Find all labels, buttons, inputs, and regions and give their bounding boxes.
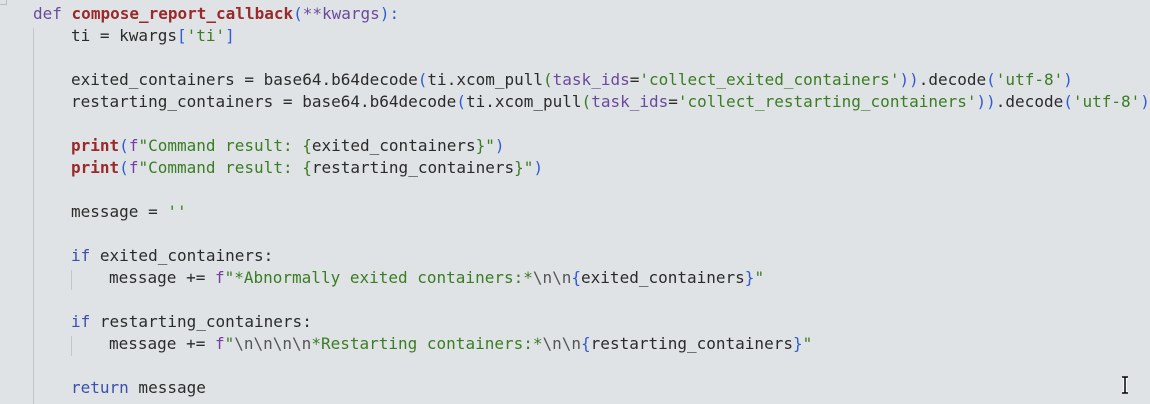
string: 'collect_restarting_containers' <box>677 92 977 111</box>
string: 'utf-8' <box>995 70 1064 89</box>
code-line-4[interactable]: exited_containers = base64.b64decode(ti.… <box>71 69 1073 91</box>
code-line-13[interactable]: message += f"*Abnormally exited containe… <box>109 267 764 289</box>
string: "Command result: <box>138 136 303 155</box>
code-text: message <box>128 378 206 397</box>
code-line-8[interactable]: print(f"Command result: {restarting_cont… <box>71 157 543 179</box>
bracket: ( <box>581 92 592 111</box>
bracket: ( <box>1063 92 1073 111</box>
param: **kwargs <box>302 4 380 23</box>
code-text: restarting_containers <box>590 334 793 353</box>
code-text: ti.xcom_pull <box>427 70 544 89</box>
string: 'utf-8' <box>1072 92 1141 111</box>
code-text: .decode <box>995 92 1064 111</box>
string: " <box>224 334 235 353</box>
code-text: message += <box>109 268 215 287</box>
code-text: ti.xcom_pull <box>465 92 582 111</box>
string: '' <box>167 202 187 221</box>
text-ibeam-cursor-icon <box>1122 376 1128 394</box>
bracket: ) <box>533 158 544 177</box>
string: " <box>802 334 813 353</box>
bracket: ( <box>456 92 466 111</box>
brace: { <box>581 334 591 353</box>
brace: } <box>475 136 486 155</box>
kwarg: task_ids <box>591 92 669 111</box>
code-text: restarting_containers <box>311 158 515 177</box>
code-line-10[interactable]: message = '' <box>71 201 187 223</box>
string: " <box>754 268 765 287</box>
kwarg: task_ids <box>552 70 630 89</box>
code-text: exited_containers <box>581 268 745 287</box>
code-line-16[interactable]: message += f"\n\n\n\n*Restarting contain… <box>109 333 812 355</box>
brace: { <box>302 136 312 155</box>
space <box>62 4 72 23</box>
code-text: exited_containers: <box>90 246 274 265</box>
escape-seq: \n\n <box>542 334 582 353</box>
fstring-prefix: f <box>214 334 225 353</box>
code-line-12[interactable]: if exited_containers: <box>71 245 273 267</box>
bracket: )) <box>976 92 996 111</box>
code-line-1[interactable]: def compose_report_callback(**kwargs): <box>33 3 399 25</box>
indent-guide <box>33 28 34 404</box>
keyword-if: if <box>71 246 91 265</box>
bracket: ( <box>119 136 129 155</box>
keyword-return: return <box>71 378 129 397</box>
code-text: restarting_containers = base64.b64decode <box>71 92 457 111</box>
bracket: ) <box>1063 70 1073 89</box>
code-line-18[interactable]: return message <box>71 377 206 399</box>
brace: } <box>514 158 524 177</box>
brace: { <box>302 158 312 177</box>
string: 'ti' <box>186 26 226 45</box>
code-line-15[interactable]: if restarting_containers: <box>71 311 312 333</box>
code-text: restarting_containers: <box>90 312 312 331</box>
op: = <box>629 70 640 89</box>
fstring-prefix: f <box>214 268 225 287</box>
code-text: .decode <box>918 70 987 89</box>
code-text: message = <box>71 202 168 221</box>
brace: } <box>792 334 803 353</box>
code-text: exited_containers <box>311 136 476 155</box>
keyword: def <box>33 4 62 23</box>
bracket: ] <box>225 26 235 45</box>
string: " <box>523 158 534 177</box>
code-text: exited_containers = base64.b64decode <box>71 70 418 89</box>
bracket: ) <box>494 136 505 155</box>
string: 'collect_exited_containers' <box>639 70 900 89</box>
indent-guide <box>71 336 72 356</box>
code-line-7[interactable]: print(f"Command result: {exited_containe… <box>71 135 505 157</box>
code-text: ti = kwargs <box>71 26 177 45</box>
fstring-prefix: f <box>128 136 139 155</box>
bracket: ( <box>543 70 553 89</box>
fstring-prefix: f <box>128 158 139 177</box>
keyword-if: if <box>71 312 91 331</box>
bracket: ( <box>417 70 428 89</box>
brace: } <box>744 268 755 287</box>
string: " <box>485 136 495 155</box>
op: = <box>668 92 678 111</box>
bracket: ( <box>986 70 996 89</box>
string: "*Abnormally exited containers:* <box>224 268 533 287</box>
brace: { <box>571 268 582 287</box>
bracket: )) <box>899 70 919 89</box>
fold-marker <box>0 0 7 5</box>
bracket: ( <box>119 158 129 177</box>
string: *Restarting containers:* <box>311 334 543 353</box>
builtin-print: print <box>71 136 120 155</box>
bracket: ) <box>1140 92 1150 111</box>
function-name: compose_report_callback <box>71 4 294 23</box>
escape-seq: \n\n <box>532 268 572 287</box>
string: "Command result: <box>138 158 303 177</box>
builtin-print: print <box>71 158 120 177</box>
indent-guide <box>71 270 72 290</box>
code-line-2[interactable]: ti = kwargs['ti'] <box>71 25 235 47</box>
code-line-5[interactable]: restarting_containers = base64.b64decode… <box>71 91 1150 113</box>
escape-seq: \n\n\n\n <box>234 334 312 353</box>
bracket: ): <box>379 4 400 23</box>
code-text: message += <box>109 334 215 353</box>
bracket: [ <box>176 26 187 45</box>
bracket: ( <box>293 4 303 23</box>
